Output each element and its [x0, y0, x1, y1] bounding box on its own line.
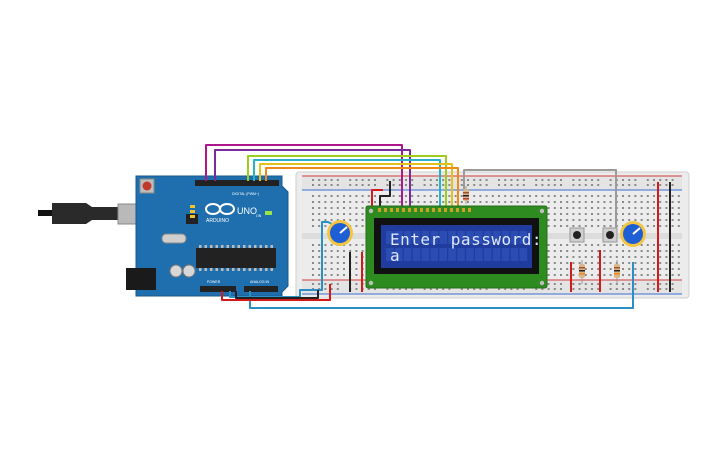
- wire-purple[interactable]: [214, 149, 411, 210]
- wire-cyan[interactable]: [253, 159, 441, 210]
- resistor-1[interactable]: [579, 260, 585, 284]
- wire-yellow[interactable]: [259, 163, 453, 210]
- wire-magenta[interactable]: [205, 144, 403, 210]
- analog-label: ANALOG IN: [250, 280, 270, 284]
- power-label: POWER: [207, 280, 221, 284]
- wire-black-gnd[interactable]: [235, 290, 319, 299]
- power-header[interactable]: [200, 286, 236, 292]
- wire-red-gnd[interactable]: [221, 284, 331, 301]
- potentiometer-left[interactable]: [327, 220, 353, 246]
- wire-gray[interactable]: [463, 169, 617, 232]
- digital-header[interactable]: [195, 180, 279, 186]
- wires[interactable]: [205, 144, 671, 309]
- usb-plug: [52, 203, 120, 224]
- wire-black-1[interactable]: [379, 181, 391, 210]
- wire-lime[interactable]: [247, 155, 447, 210]
- resistor-2[interactable]: [614, 260, 620, 284]
- analog-header[interactable]: [244, 286, 278, 292]
- on-led: [265, 211, 272, 215]
- potentiometer-right[interactable]: [620, 221, 646, 247]
- push-button-1[interactable]: [569, 227, 585, 243]
- arduino-logo: [205, 203, 235, 215]
- reset-button[interactable]: [142, 181, 152, 191]
- arduino-uno-board[interactable]: ARDUINO UNO DIGITAL (PWM~) POWER ANALOG …: [38, 175, 289, 297]
- model-label: UNO: [237, 206, 257, 216]
- usb-cable: [38, 210, 60, 216]
- power-jack: [126, 268, 156, 290]
- digital-label: DIGITAL (PWM~): [232, 192, 259, 196]
- on-label: ON: [256, 214, 262, 218]
- resistor-lcd[interactable]: [463, 186, 469, 204]
- lcd-line-1: Enter password:: [390, 230, 542, 249]
- wire-orange[interactable]: [265, 167, 459, 210]
- atmega-chip: [196, 248, 276, 268]
- wire-red-1[interactable]: [371, 189, 383, 210]
- lcd-module[interactable]: Enter password: a: [365, 205, 548, 289]
- lcd-line-2: a: [390, 246, 400, 265]
- push-button-2[interactable]: [602, 227, 618, 243]
- brand-label: ARDUINO: [206, 218, 229, 224]
